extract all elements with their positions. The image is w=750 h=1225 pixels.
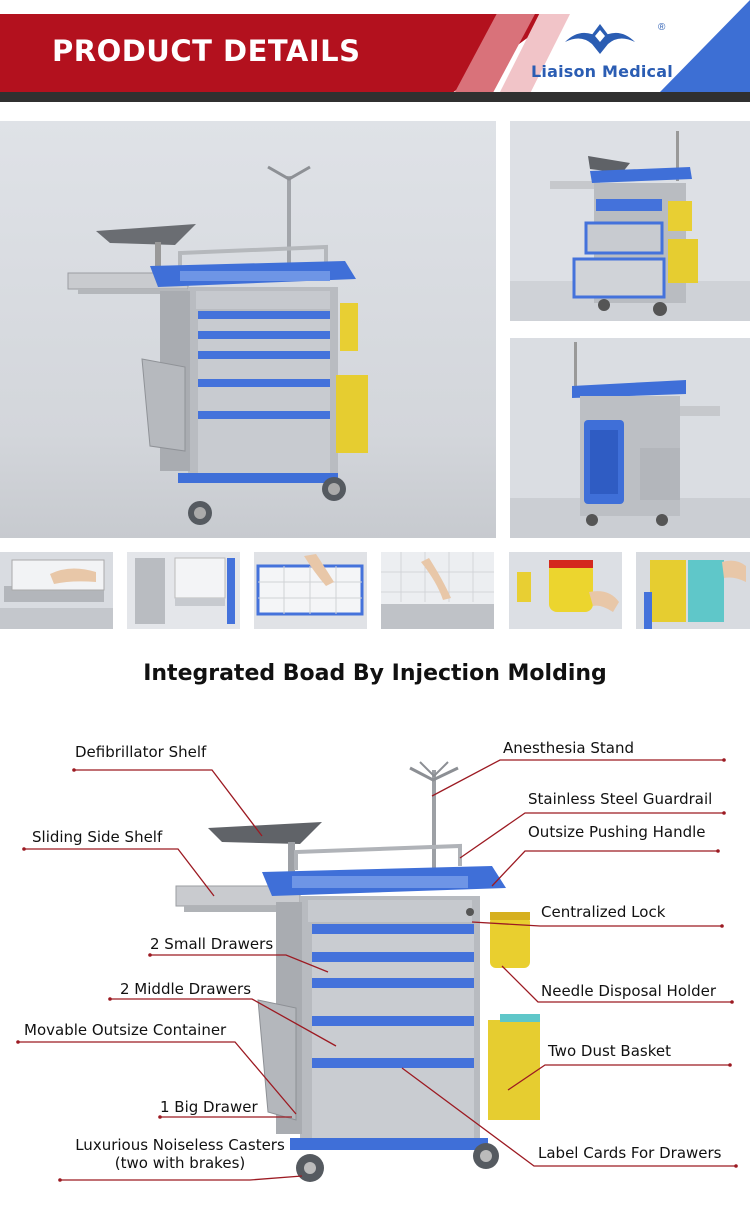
registered-mark: ®	[658, 22, 666, 33]
page-title: PRODUCT DETAILS	[52, 34, 361, 68]
label-big-drawer: 1 Big Drawer	[160, 1098, 258, 1116]
label-needle-holder: Needle Disposal Holder	[541, 982, 717, 1000]
label-casters-line1: Luxurious Noiseless Casters	[75, 1136, 285, 1154]
label-casters: Luxurious Noiseless Casters (two with br…	[60, 1136, 300, 1172]
label-pushing-handle: Outsize Pushing Handle	[528, 823, 706, 841]
label-label-cards: Label Cards For Drawers	[538, 1144, 722, 1162]
thumbnail-needle-holder	[509, 552, 622, 629]
label-guardrail: Stainless Steel Guardrail	[528, 790, 713, 808]
label-anesthesia-stand: Anesthesia Stand	[503, 739, 634, 757]
thumbnail-drawer-slide	[127, 552, 240, 629]
header-blue-corner	[660, 0, 750, 92]
thumbnail-writing-shelf	[0, 552, 113, 629]
feature-diagram: Defibrillator Shelf Sliding Side Shelf 2…	[0, 710, 750, 1225]
brand-name: Liaison Medical	[531, 62, 673, 81]
brand-logo-icon	[565, 24, 635, 54]
label-defibrillator-shelf: Defibrillator Shelf	[75, 743, 207, 761]
label-sliding-side-shelf: Sliding Side Shelf	[32, 828, 163, 846]
label-middle-drawers: 2 Middle Drawers	[120, 980, 252, 998]
header-dark-bar	[0, 92, 750, 102]
section-heading: Integrated Boad By Injection Molding	[143, 661, 607, 686]
cart-diagram-illustration	[16, 758, 738, 1182]
label-movable-container: Movable Outsize Container	[24, 1021, 227, 1039]
main-cart-photo	[0, 121, 496, 538]
label-small-drawers: 2 Small Drawers	[150, 935, 274, 953]
cart-rear-view-photo	[510, 338, 750, 538]
page-header: PRODUCT DETAILS ® Liaison Medical	[0, 0, 750, 102]
label-centralized-lock: Centralized Lock	[541, 903, 666, 921]
cart-open-drawers-photo	[510, 121, 750, 321]
label-casters-line2: (two with brakes)	[114, 1154, 246, 1172]
thumbnail-drawer-grid	[381, 552, 494, 629]
thumbnail-drawer-divider	[254, 552, 367, 629]
thumbnail-dust-baskets	[636, 552, 750, 629]
label-dust-basket: Two Dust Basket	[548, 1042, 671, 1060]
